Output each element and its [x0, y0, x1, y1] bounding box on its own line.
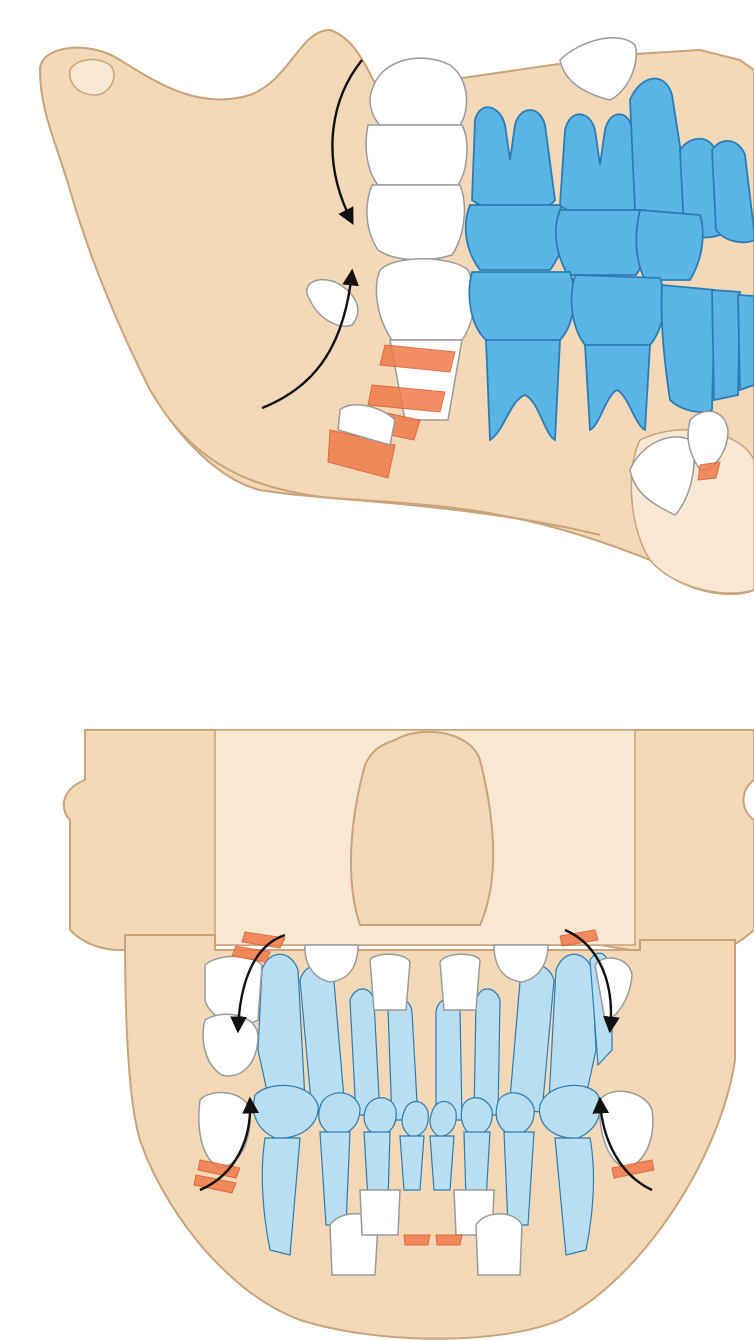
- nasal-septum: [351, 732, 493, 925]
- lateral-jaw-view: [0, 0, 754, 610]
- frontal-jaw-view: [0, 720, 754, 1340]
